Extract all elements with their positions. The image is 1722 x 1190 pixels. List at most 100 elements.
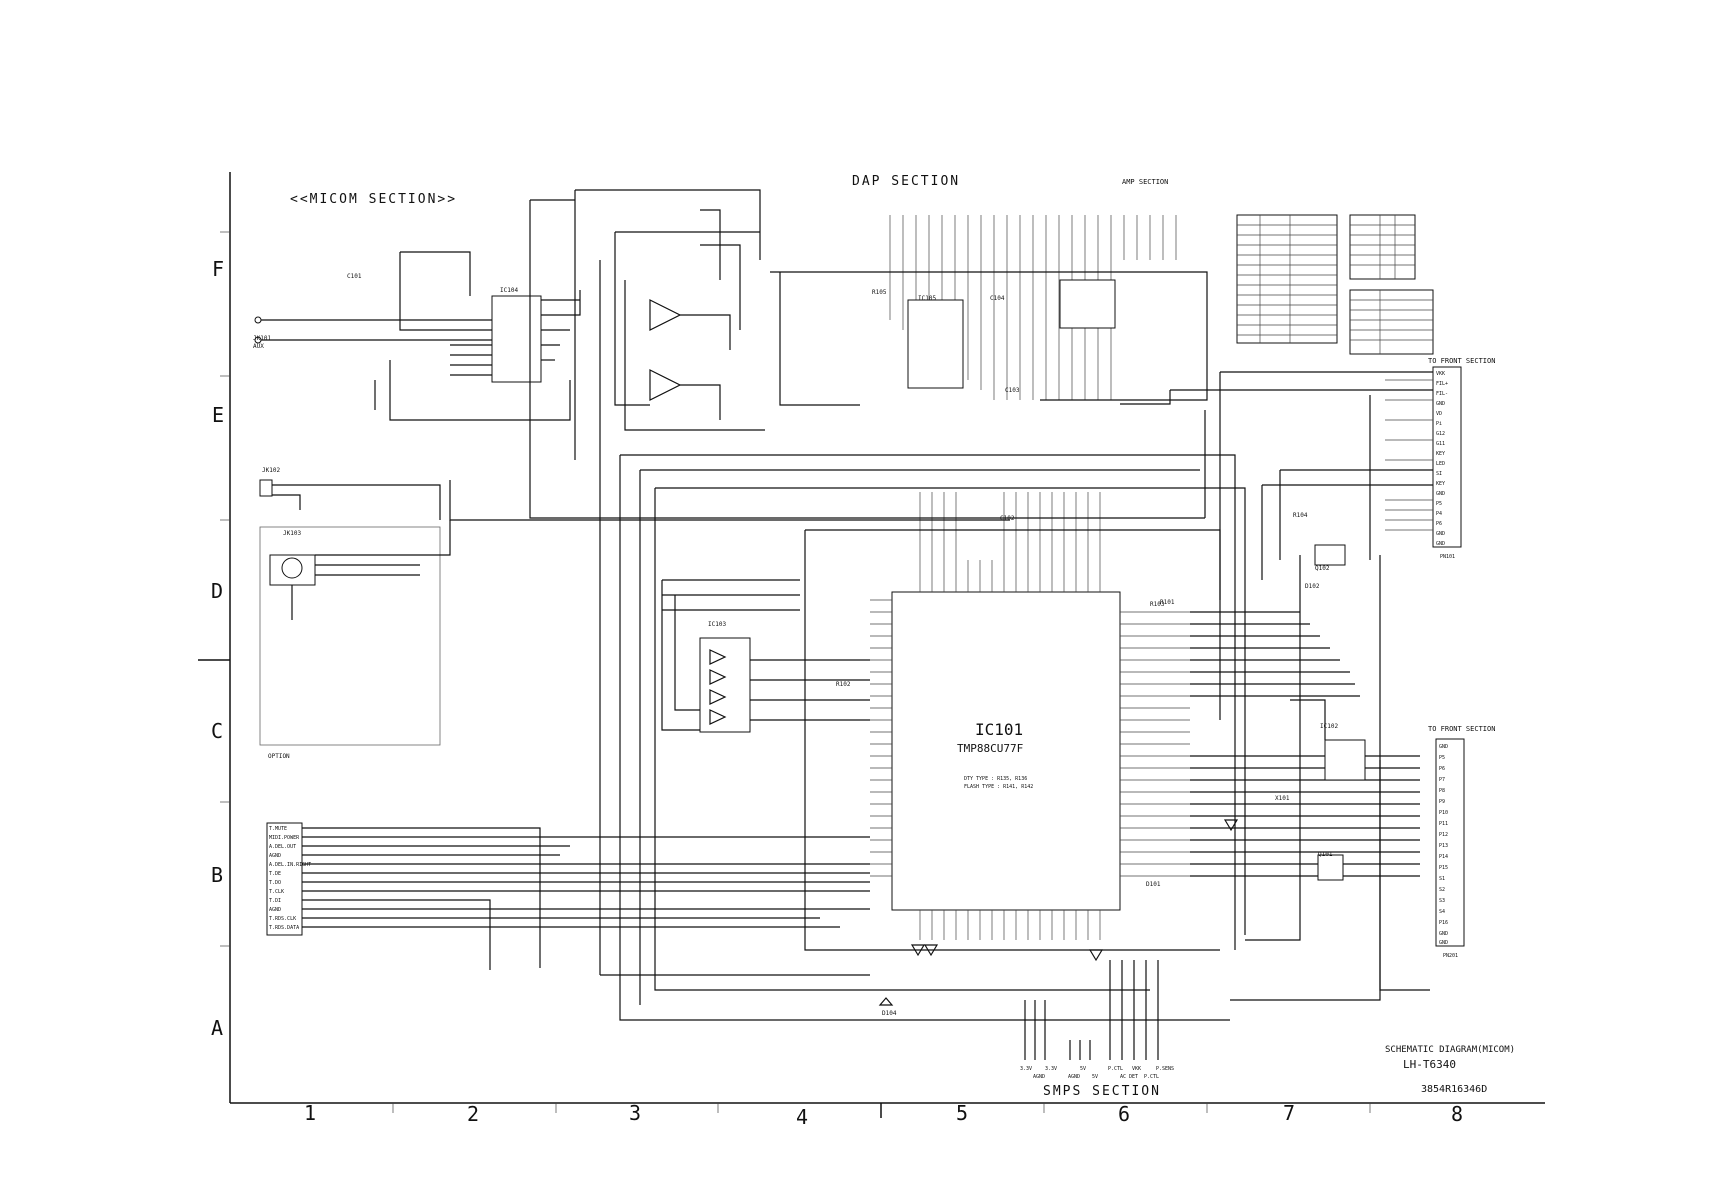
svg-text:R105: R105 [872, 289, 887, 296]
option-frame [259, 526, 441, 746]
ic101-part: TMP88CU77F [957, 742, 1023, 755]
svg-text:JK102: JK102 [262, 467, 280, 474]
grid-row-labels: F E D C B A [211, 257, 224, 1040]
drawing-frame [198, 172, 1545, 1118]
grid-row-F: F [212, 257, 224, 281]
fb-pin-17: P16 [1439, 920, 1448, 926]
svg-text:AUX: AUX [253, 343, 264, 350]
grid-col-1: 1 [304, 1101, 316, 1125]
smps-pin-11: P.SENS [1156, 1066, 1174, 1072]
lb-pin-11: T.RDS.CLK [269, 916, 296, 922]
opamp-block [574, 189, 765, 460]
ft-pin-3: FIL- [1436, 391, 1448, 397]
ic101-note-dty: DTY TYPE : R135, R136 [964, 776, 1027, 782]
to-front-section-top: TO FRONT SECTION [1428, 357, 1495, 365]
svg-text:IC102: IC102 [1320, 723, 1338, 730]
smps-pin-2: AGND [1033, 1074, 1045, 1080]
lb-pin-9: T.DI [269, 898, 281, 904]
dap-section-title: DAP SECTION [852, 174, 960, 189]
ft-pin-16: P6 [1436, 521, 1442, 527]
ic-dap [907, 299, 964, 389]
smps-pin-6: 5V [1092, 1074, 1098, 1080]
svg-text:R101: R101 [1160, 599, 1175, 606]
smps-pin-1: 3.3V [1020, 1066, 1032, 1072]
ft-pin-13: GND [1436, 491, 1445, 497]
lb-pin-4: AGND [269, 853, 281, 859]
fb-pin-10: P13 [1439, 843, 1448, 849]
title-line-1: SCHEMATIC DIAGRAM(MICOM) [1385, 1045, 1515, 1055]
lb-pin-7: T.DO [269, 880, 281, 886]
fb-pin-1: GND [1439, 744, 1448, 750]
ft-pin-6: Pi [1436, 421, 1442, 427]
buffer-ic [661, 579, 870, 733]
pn101 [1432, 366, 1462, 548]
pn101-ref: PN101 [1440, 554, 1455, 560]
amp-section-title: AMP SECTION [1122, 178, 1168, 186]
fb-pin-2: P5 [1439, 755, 1445, 761]
diodes-bottom [878, 819, 1239, 1006]
ft-pin-5: VD [1436, 411, 1442, 417]
grid-col-5: 5 [956, 1101, 968, 1125]
ft-pin-7: G12 [1436, 431, 1445, 437]
lb-pin-3: A.DEL.OUT [269, 844, 296, 850]
option-tables [1059, 214, 1434, 355]
ic-audio-selector [491, 295, 542, 383]
fb-pin-18: GND [1439, 931, 1448, 937]
ic101-note-flash: FLASH TYPE : R141, R142 [964, 784, 1033, 790]
svg-text:D101: D101 [1146, 881, 1161, 888]
smps-pin-4: AGND [1068, 1074, 1080, 1080]
lb-pin-5: A.DEL.IN.RIGHT [269, 862, 311, 868]
fb-pin-19: GND [1439, 940, 1448, 946]
fb-pin-7: P10 [1439, 810, 1448, 816]
lb-pin-8: T.CLK [269, 889, 284, 895]
title-line-2: LH-T6340 [1403, 1058, 1456, 1071]
fb-pin-13: S1 [1439, 876, 1445, 882]
svg-text:IC103: IC103 [708, 621, 726, 628]
svg-text:IC104: IC104 [500, 287, 518, 294]
to-front-section-bottom: TO FRONT SECTION [1428, 725, 1495, 733]
fb-pin-5: P8 [1439, 788, 1445, 794]
audio-input-block: AUX [253, 251, 581, 421]
fb-pin-12: P15 [1439, 865, 1448, 871]
grid-column-labels: 1 2 3 4 5 6 7 8 [304, 1101, 1463, 1129]
left-bottom-connector: T.MUTE MIDI.POWER A.DEL.OUT AGND A.DEL.I… [266, 822, 870, 970]
ft-pin-10: LED [1436, 461, 1445, 467]
grid-col-4: 4 [796, 1105, 808, 1129]
main-ic-top-pins [919, 492, 1101, 592]
title-block: SCHEMATIC DIAGRAM(MICOM) LH-T6340 3854R1… [1385, 1045, 1515, 1095]
ic101-ref: IC101 [975, 720, 1023, 739]
fb-pin-4: P7 [1439, 777, 1445, 783]
svg-text:C101: C101 [347, 273, 362, 280]
svg-text:C102: C102 [1000, 515, 1015, 522]
svg-text:Q101: Q101 [1318, 851, 1333, 858]
headphone-jack [259, 479, 1010, 521]
fb-pin-8: P11 [1439, 821, 1448, 827]
svg-text:Q102: Q102 [1315, 565, 1330, 572]
svg-text:R104: R104 [1293, 512, 1308, 519]
pn201 [1435, 738, 1465, 947]
ft-pin-11: SI [1436, 471, 1442, 477]
main-ic-bottom-pins [919, 910, 1101, 940]
title-line-3: 3854R16346D [1421, 1084, 1487, 1095]
grid-col-8: 8 [1451, 1102, 1463, 1126]
smps-pin-8: AC DET [1120, 1074, 1138, 1080]
option-label: OPTION [268, 753, 290, 760]
pn201-ref: PN201 [1443, 953, 1458, 959]
svg-text:JK103: JK103 [283, 530, 301, 537]
smps-pin-7: P.CTL [1108, 1066, 1123, 1072]
ft-pin-9: KEY [1436, 451, 1445, 457]
lb-pin-2: MIDI.POWER [269, 835, 300, 841]
main-ic-right-pins [1120, 611, 1190, 877]
smps-pin-5: 5V [1080, 1066, 1086, 1072]
svg-text:D104: D104 [882, 1010, 897, 1017]
fb-pin-3: P6 [1439, 766, 1445, 772]
grid-col-2: 2 [467, 1102, 479, 1126]
grid-col-6: 6 [1118, 1102, 1130, 1126]
fb-pin-11: P14 [1439, 854, 1448, 860]
micom-section-title: <<MICOM SECTION>> [290, 192, 457, 207]
smps-connector: 3.3V AGND 3.3V AGND 5V 5V P.CTL AC DET V… [1020, 960, 1174, 1080]
front-connector-bottom: PN201 GND P5 P6 P7 P8 P9 P10 P11 P12 P13… [1435, 738, 1465, 959]
grid-row-E: E [212, 403, 224, 427]
svg-text:R103: R103 [1150, 601, 1165, 608]
